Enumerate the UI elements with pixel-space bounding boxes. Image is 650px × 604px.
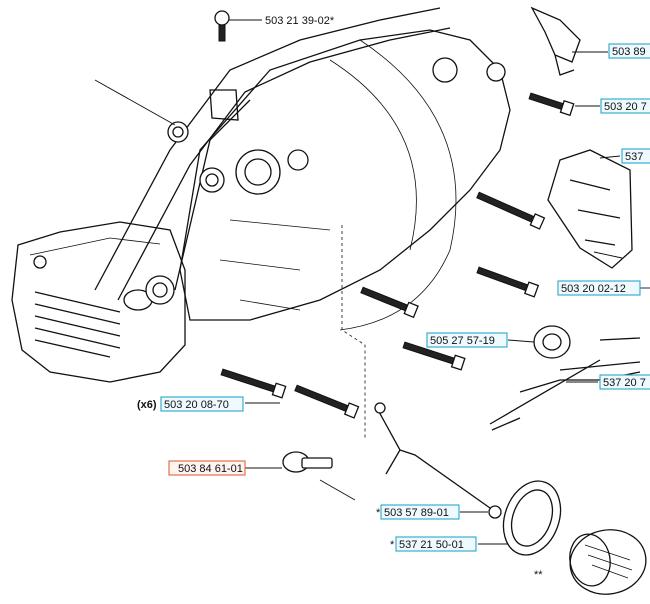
leader-lines [245, 51, 650, 545]
part-labels: 503 21 39-02* 503 89 503 20 7 537 503 20… [137, 15, 650, 581]
label-star-1: * [376, 507, 381, 519]
label-537[interactable]: 537 [625, 151, 643, 163]
label-box-r2[interactable] [600, 98, 650, 114]
label-box-red[interactable] [168, 460, 246, 476]
label-503-89[interactable]: 503 89 [612, 46, 646, 58]
bolt-group [220, 92, 575, 419]
label-box-r5[interactable] [599, 374, 650, 390]
label-box-x6[interactable] [160, 396, 244, 412]
label-box-b2[interactable] [395, 536, 477, 552]
label-537-20-7[interactable]: 537 20 7 [603, 377, 646, 389]
bottom-components [282, 225, 647, 595]
label-box-r4[interactable] [557, 280, 641, 296]
label-503-57-89-01[interactable]: 503 57 89-01 [384, 507, 449, 519]
top-screw [209, 10, 262, 121]
label-503-21-39-02[interactable]: 503 21 39-02* [265, 15, 335, 27]
label-503-20-08-70[interactable]: 503 20 08-70 [164, 399, 229, 411]
label-star-2: * [390, 539, 395, 551]
label-503-20-02-12[interactable]: 503 20 02-12 [561, 283, 626, 295]
label-box-mid[interactable] [426, 332, 508, 348]
label-503-84-61-01[interactable]: 503 84 61-01 [178, 463, 243, 475]
label-box-r3[interactable] [621, 148, 650, 164]
crankcase-drawing [11, 7, 511, 383]
label-503-20-7[interactable]: 503 20 7 [604, 101, 647, 113]
label-x6-prefix: (x6) [137, 399, 157, 411]
label-box-r1[interactable] [608, 43, 650, 59]
right-components [489, 6, 641, 431]
label-double-star: ** [534, 569, 543, 581]
label-505-27-57-19[interactable]: 505 27 57-19 [430, 335, 495, 347]
label-box-b1[interactable] [380, 504, 460, 520]
label-537-21-50-01[interactable]: 537 21 50-01 [399, 539, 464, 551]
